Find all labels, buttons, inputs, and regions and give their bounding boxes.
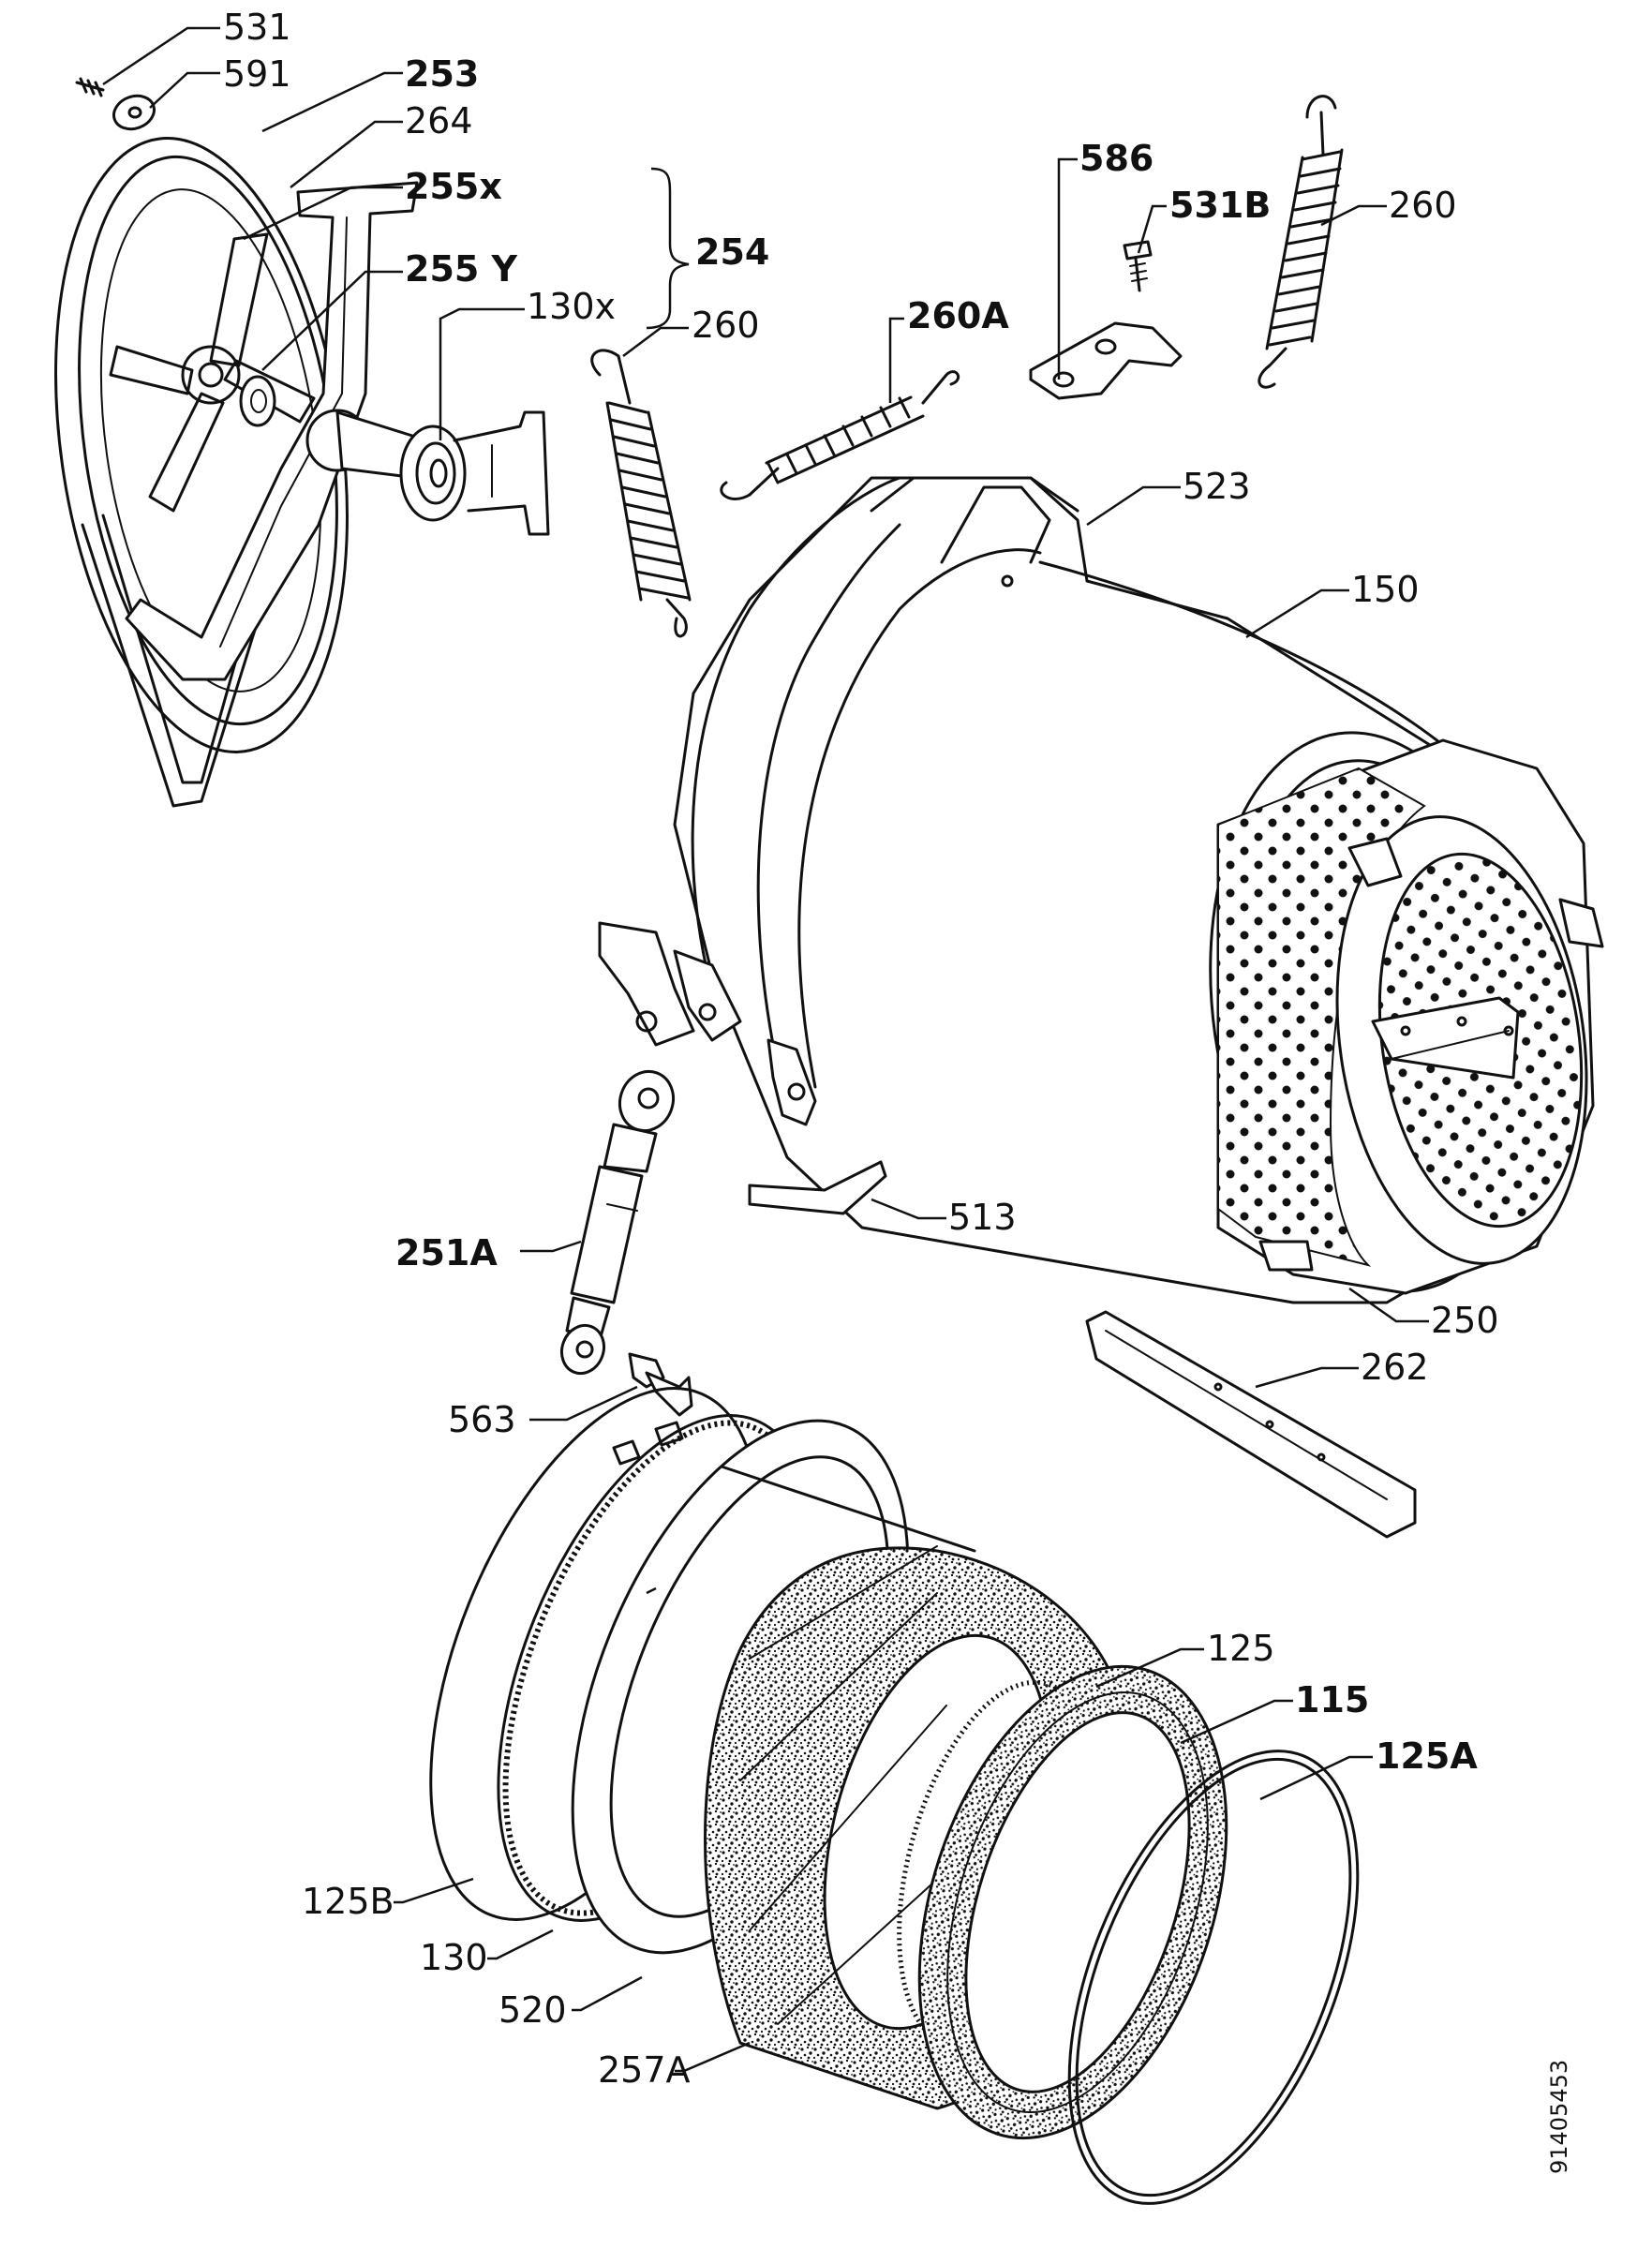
label-264: 264 (405, 100, 473, 141)
spring-260A (720, 370, 960, 500)
label-255y: 255 Y (405, 248, 518, 290)
label-115: 115 (1295, 1679, 1369, 1720)
leader-lines (102, 26, 1429, 2073)
shock-absorber-251A (559, 1069, 675, 1376)
label-130: 130 (420, 1937, 488, 1978)
label-260-left: 260 (692, 305, 760, 346)
label-125B: 125B (302, 1881, 394, 1922)
label-250: 250 (1431, 1300, 1499, 1341)
label-130x: 130x (527, 286, 616, 327)
label-257A: 257A (598, 2049, 691, 2091)
label-531: 531 (223, 7, 291, 48)
label-563: 563 (448, 1399, 516, 1440)
label-125A: 125A (1376, 1735, 1478, 1777)
label-260-right: 260 (1389, 185, 1457, 226)
screw-531 (75, 77, 105, 97)
label-523: 523 (1183, 466, 1251, 507)
bracket-254 (646, 167, 690, 330)
label-591: 591 (223, 53, 291, 95)
inner-drum-250 (1216, 738, 1604, 1295)
label-531B: 531B (1169, 185, 1271, 226)
label-586: 586 (1079, 138, 1153, 179)
support-513 (748, 1160, 887, 1215)
labels: 531 591 253 264 255x 254 255 Y 130x 260 … (223, 7, 1572, 2174)
label-520: 520 (499, 1989, 567, 2031)
label-262: 262 (1361, 1347, 1429, 1388)
spring-260-left (590, 349, 692, 638)
screw-531B (1123, 240, 1153, 292)
baffle-strip-262 (1085, 1310, 1417, 1539)
clamp-ring-125A (1067, 1750, 1360, 2205)
door-seal-115 (917, 1664, 1228, 2140)
label-150: 150 (1351, 569, 1420, 610)
label-260A: 260A (907, 295, 1009, 336)
spring-260-right (1258, 95, 1344, 389)
label-253: 253 (405, 53, 479, 95)
washer-591 (112, 94, 156, 131)
label-254: 254 (695, 231, 769, 273)
bracket-586 (1029, 321, 1183, 400)
document-number: 91405453 (1546, 2060, 1572, 2174)
label-125: 125 (1207, 1628, 1275, 1669)
label-513: 513 (948, 1197, 1017, 1238)
drum-spider-arm (125, 181, 550, 681)
label-255x: 255x (405, 166, 502, 207)
bolt-563 (628, 1352, 693, 1417)
label-251A: 251A (395, 1232, 498, 1273)
